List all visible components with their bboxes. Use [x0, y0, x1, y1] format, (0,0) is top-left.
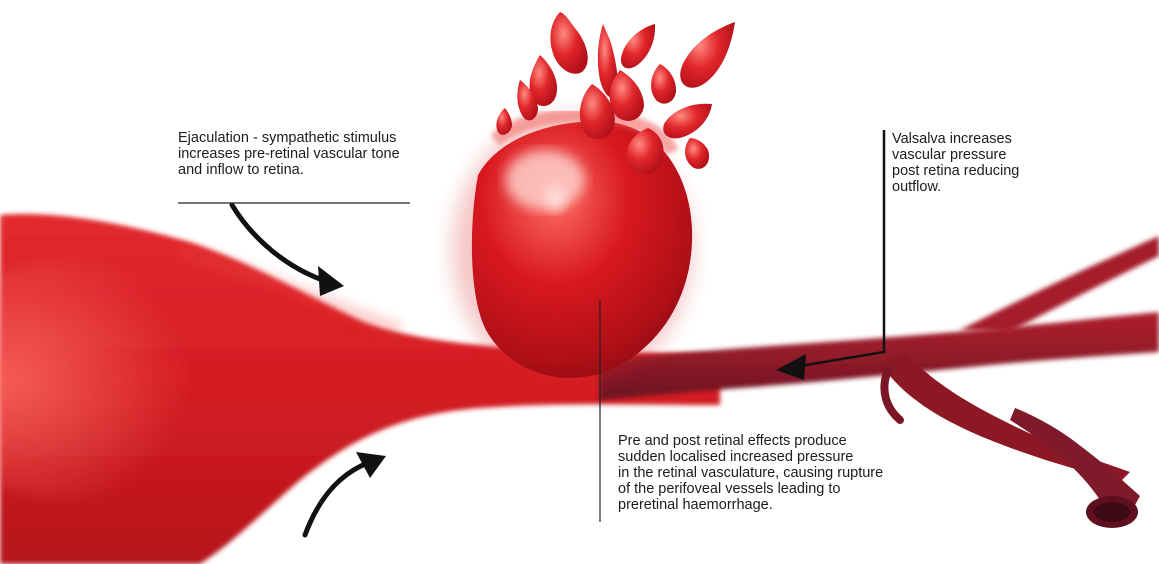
valsalva-annotation: Valsalva increases vascular pressure pos…: [892, 131, 1092, 195]
rupture-annotation: Pre and post retinal effects produce sud…: [618, 433, 938, 513]
ejaculation-annotation: Ejaculation - sympathetic stimulus incre…: [178, 130, 438, 178]
